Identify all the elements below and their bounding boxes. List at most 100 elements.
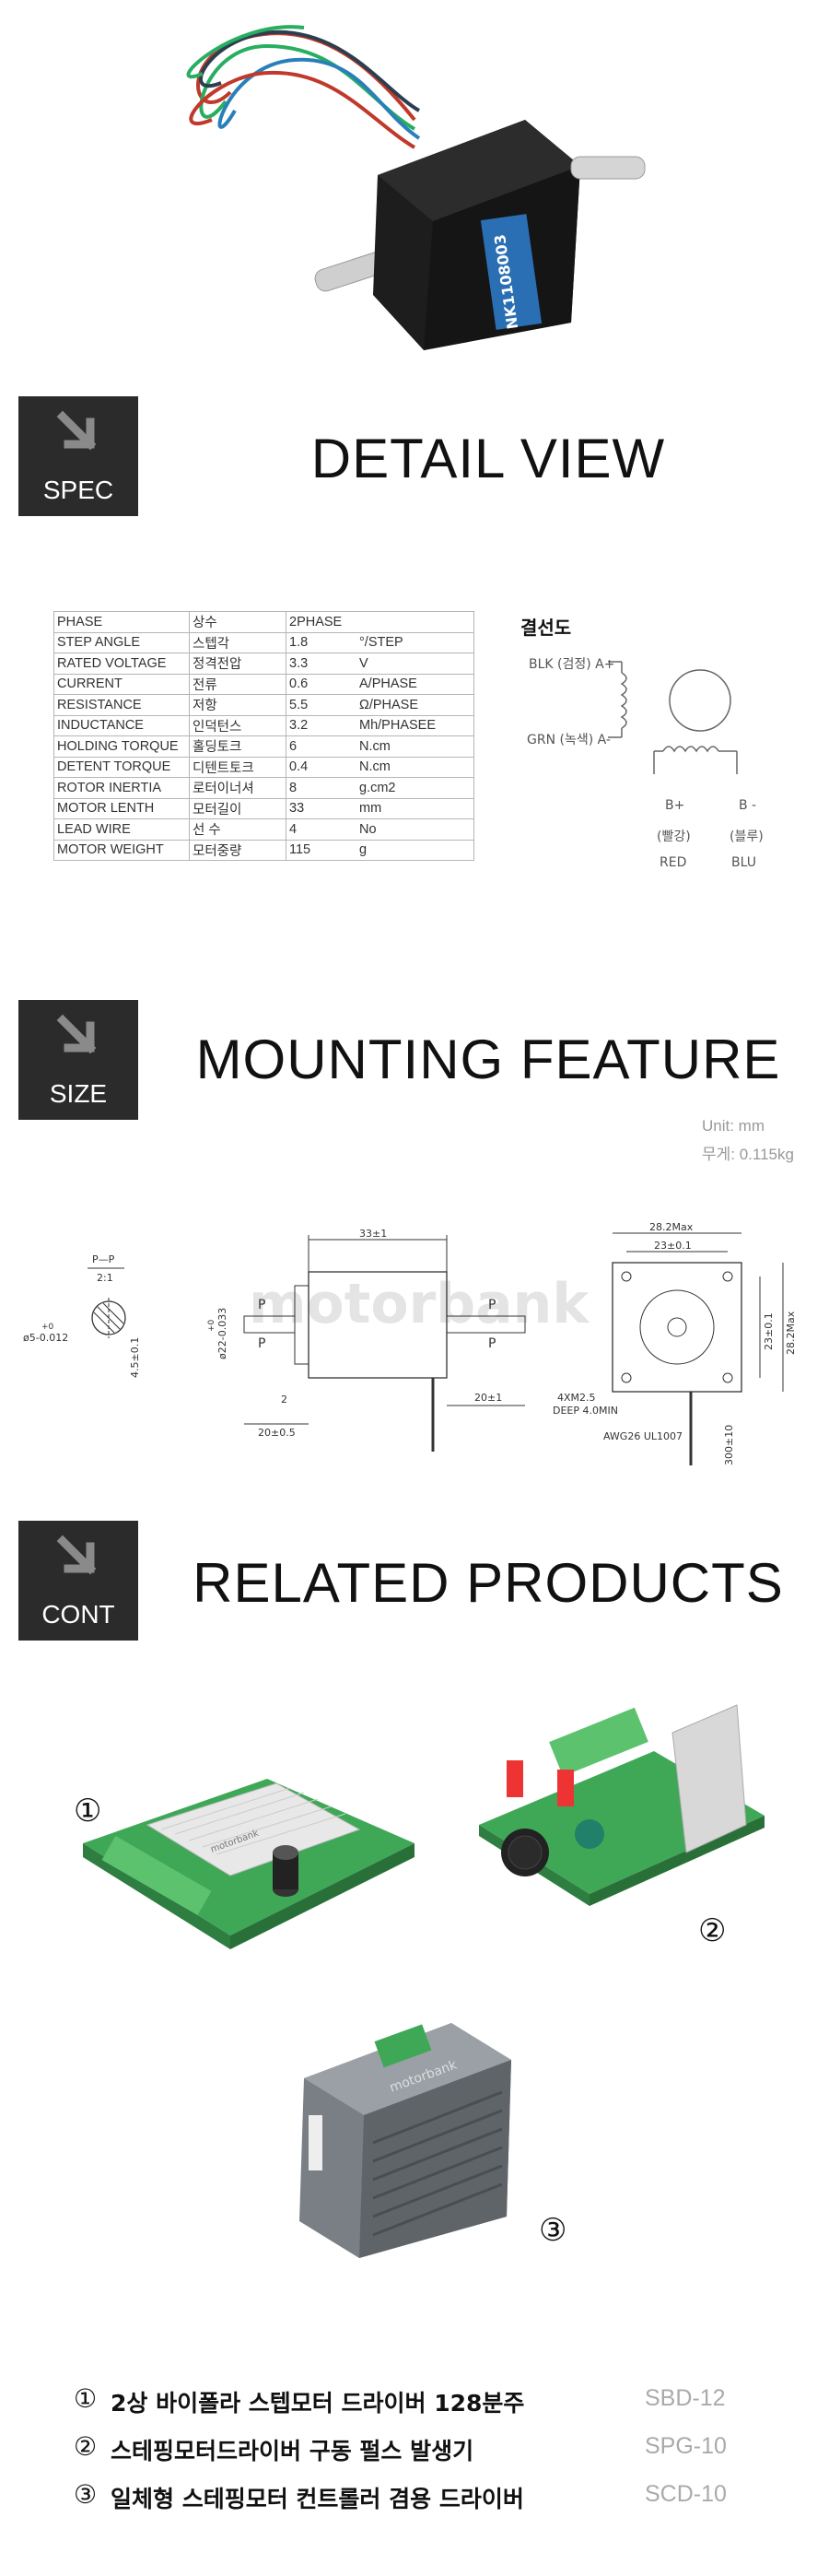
spec-name-cell: RATED VOLTAGE <box>53 653 190 675</box>
unit-text: Unit: mm <box>702 1117 765 1135</box>
detail-view-title: DETAIL VIEW <box>310 428 666 489</box>
lead-len-label: 300±10 <box>723 1425 735 1465</box>
spec-korean-cell: 홀딩토크 <box>189 735 286 758</box>
product-row-code: SBD-12 <box>645 2385 726 2411</box>
wiring-title: 결선도 <box>520 617 572 639</box>
spec-badge-label: SPEC <box>42 476 114 504</box>
scale-label: 2:1 <box>97 1272 113 1284</box>
arrow-down-right-icon <box>56 410 97 451</box>
product-row-name[interactable]: 2상 바이폴라 스텝모터 드라이버 128분주 <box>111 2390 525 2417</box>
spec-korean-cell: 디텐트토크 <box>189 756 286 778</box>
wiring-diagram <box>608 661 738 774</box>
wiring-red-label: RED <box>660 855 687 870</box>
mounting-feature-title: MOUNTING FEATURE <box>195 1029 781 1090</box>
watermark-text: motorbank <box>249 1272 590 1336</box>
product-row-2[interactable]: ② 스테핑모터드라이버 구동 펄스 발생기 SPG-10 <box>74 2426 774 2474</box>
spec-value-cell: 2PHASE <box>286 611 356 633</box>
spec-value-cell: 0.6 <box>286 673 356 695</box>
wiring-blu-label: BLU <box>731 855 756 870</box>
product-row-number: ③ <box>74 2479 98 2510</box>
spec-value-cell: 8 <box>286 777 356 799</box>
motor-product-image: NK1108003 <box>138 18 654 359</box>
spec-korean-cell: 선 수 <box>189 818 286 841</box>
spec-korean-cell: 로터이너셔 <box>189 777 286 799</box>
spec-unit-cell: Ω/PHASE <box>356 694 474 716</box>
spec-unit-cell: g.cm2 <box>356 777 474 799</box>
spec-value-cell: 5.5 <box>286 694 356 716</box>
product-row-code: SPG-10 <box>645 2433 727 2459</box>
wiring-bminus-label: B - <box>739 798 757 813</box>
width-max-label: 28.2Max <box>649 1221 694 1233</box>
spec-name-cell: DETENT TORQUE <box>53 756 190 778</box>
spec-value-cell: 4 <box>286 818 356 841</box>
cont-badge: CONT <box>18 1521 138 1641</box>
product-row-number: ② <box>74 2431 98 2462</box>
spec-unit-cell: V <box>356 653 474 675</box>
wiring-red-kr-label: (빨강) <box>657 829 691 844</box>
weight-text: 무게: 0.115kg <box>702 1146 794 1163</box>
arrow-down-right-icon <box>56 1535 97 1575</box>
side-max-label: 28.2Max <box>785 1311 797 1355</box>
shaft-front-label: 20±0.5 <box>258 1427 296 1439</box>
product-2-number: ② <box>698 1912 727 1949</box>
size-badge: SIZE <box>18 1000 138 1120</box>
product-row-name[interactable]: 일체형 스테핑모터 컨트롤러 겸용 드라이버 <box>111 2486 524 2512</box>
spec-value-cell: 33 <box>286 797 356 819</box>
hole-pitch-label: 23±0.1 <box>654 1240 692 1252</box>
spec-value-cell: 3.3 <box>286 653 356 675</box>
wiring-grn-label: GRN (녹색) A- <box>527 733 611 747</box>
spec-name-cell: LEAD WIRE <box>53 818 190 841</box>
side-pitch-label: 23±0.1 <box>763 1312 775 1350</box>
deep-label: DEEP 4.0MIN <box>553 1405 618 1417</box>
product-image-scd10[interactable]: motorbank <box>286 2005 525 2263</box>
pp-label: P—P <box>92 1253 115 1265</box>
spec-korean-cell: 정격전압 <box>189 653 286 675</box>
product-image-spg10[interactable] <box>470 1696 774 1917</box>
spec-name-cell: RESISTANCE <box>53 694 190 716</box>
shaft-dia-label: ø5-0.012 <box>23 1332 68 1344</box>
product-image-sbd12[interactable]: motorbank <box>74 1742 424 1972</box>
spec-unit-cell <box>356 611 474 633</box>
shaft-rear-label: 20±1 <box>474 1392 502 1404</box>
flat-label: 4.5±0.1 <box>129 1337 141 1378</box>
product-row-name[interactable]: 스테핑모터드라이버 구동 펄스 발생기 <box>111 2438 474 2464</box>
boss-dia-label: ø22-0.033 <box>216 1308 228 1359</box>
spec-korean-cell: 저항 <box>189 694 286 716</box>
p-label-2: P <box>258 1336 265 1351</box>
spec-value-cell: 115 <box>286 839 356 861</box>
spec-value-cell: 1.8 <box>286 631 356 653</box>
product-row-1[interactable]: ① 2상 바이폴라 스텝모터 드라이버 128분주 SBD-12 <box>74 2378 774 2426</box>
spec-name-cell: PHASE <box>53 611 190 633</box>
screw-label: 4XM2.5 <box>557 1392 596 1404</box>
p-label-4: P <box>488 1336 496 1351</box>
spec-korean-cell: 모터길이 <box>189 797 286 819</box>
spec-korean-cell: 스텝각 <box>189 631 286 653</box>
spec-unit-cell: N.cm <box>356 756 474 778</box>
spec-unit-cell: Mh/PHASEE <box>356 714 474 736</box>
spec-name-cell: MOTOR LENTH <box>53 797 190 819</box>
spec-unit-cell: A/PHASE <box>356 673 474 695</box>
wire-label: AWG26 UL1007 <box>603 1430 683 1442</box>
spec-value-cell: 6 <box>286 735 356 758</box>
product-row-number: ① <box>74 2383 98 2414</box>
cont-badge-label: CONT <box>41 1600 115 1629</box>
spec-name-cell: MOTOR WEIGHT <box>53 839 190 861</box>
product-row-3[interactable]: ③ 일체형 스테핑모터 컨트롤러 겸용 드라이버 SCD-10 <box>74 2474 774 2522</box>
product-3-number: ③ <box>539 2212 567 2249</box>
spec-name-cell: ROTOR INERTIA <box>53 777 190 799</box>
spec-unit-cell: g <box>356 839 474 861</box>
spec-korean-cell: 전류 <box>189 673 286 695</box>
size-badge-label: SIZE <box>49 1079 108 1108</box>
wiring-blk-label: BLK (검정) A+ <box>529 657 615 672</box>
